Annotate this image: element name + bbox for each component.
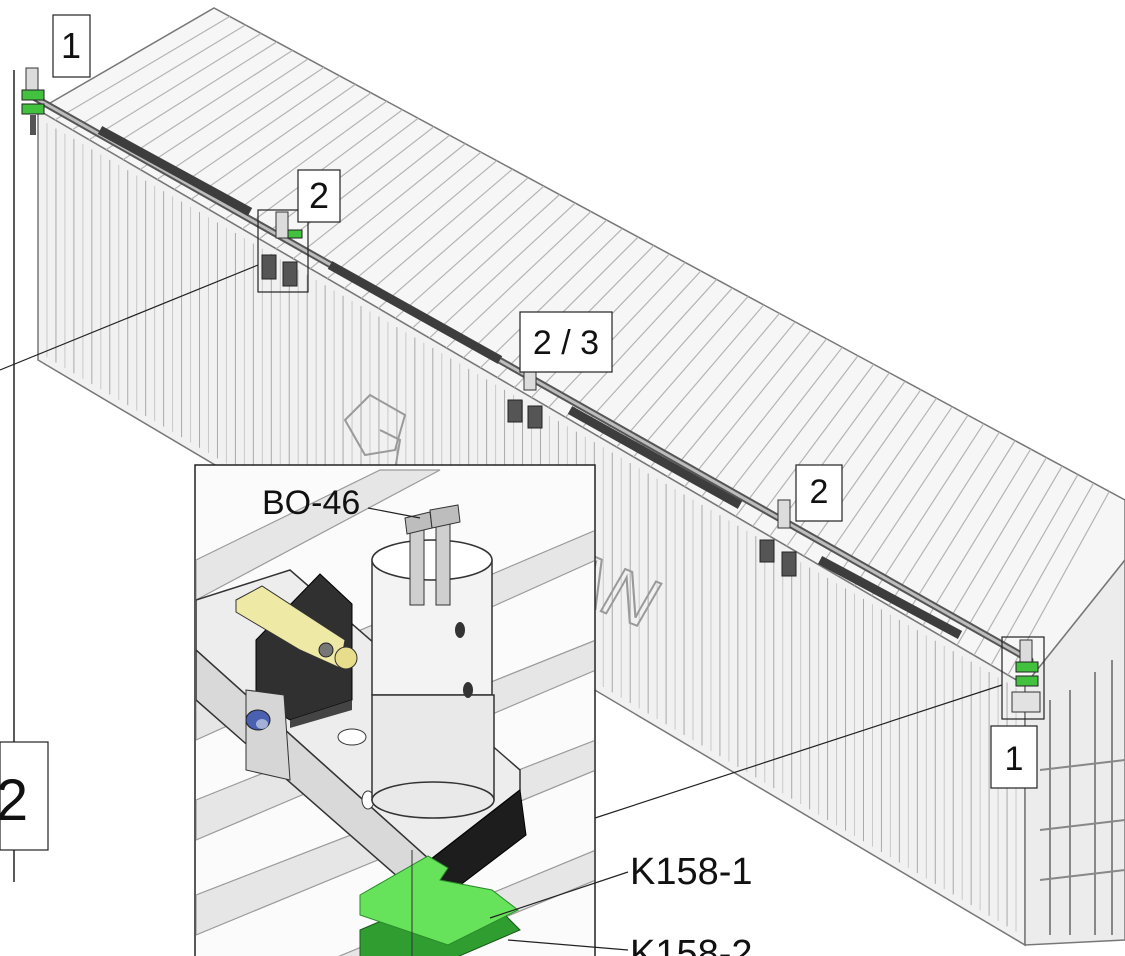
- roof-rib: [411, 194, 560, 329]
- svg-text:1: 1: [1005, 740, 1024, 778]
- roof-rib: [956, 465, 1063, 646]
- roof-rib: [377, 177, 529, 309]
- left-partial-detail-panel: 2: [0, 70, 49, 882]
- roof-rib: [752, 363, 875, 527]
- roof-rib: [548, 262, 686, 408]
- roof-rib: [701, 338, 828, 498]
- label-bo-46: BO-46: [262, 484, 360, 522]
- roof-rib: [207, 92, 372, 210]
- svg-text:1: 1: [61, 25, 81, 66]
- leader-bo-46: [367, 507, 421, 519]
- roof-rib: [343, 160, 498, 289]
- label-k158-2: K158-2: [630, 933, 753, 956]
- callout-bottom-right: 1: [990, 725, 1038, 789]
- roof-rib: [939, 457, 1047, 636]
- roof-rib: [973, 474, 1079, 656]
- roof-rib: [803, 389, 922, 557]
- roof-rib: [922, 448, 1032, 626]
- roof-rib: [394, 185, 545, 319]
- roof-rib: [139, 58, 309, 170]
- roof-rib: [122, 49, 293, 161]
- roof-rib: [156, 66, 325, 180]
- leader-k158-1: [489, 871, 629, 919]
- roof-rib: [990, 482, 1095, 666]
- roof-rib: [667, 321, 796, 478]
- callout-left-mid: 2: [297, 169, 341, 223]
- svg-text:2: 2: [810, 473, 829, 511]
- bo-46-bolts: [404, 504, 461, 606]
- svg-text:2 / 3: 2 / 3: [533, 324, 599, 362]
- roof-rib: [684, 329, 812, 488]
- roof-rib: [428, 202, 576, 339]
- inset-side-bolt: [245, 689, 291, 781]
- roof-rib: [463, 219, 608, 359]
- roof-rib: [241, 109, 403, 230]
- inset-yellow-clamp: [235, 585, 358, 670]
- roof-rib: [616, 296, 749, 448]
- svg-text:2: 2: [309, 175, 329, 216]
- roof-rib: [275, 126, 435, 250]
- rail-post-second: [261, 211, 303, 287]
- roof-rib: [446, 211, 592, 349]
- roof-rib: [854, 414, 969, 587]
- roof-rib: [480, 228, 623, 369]
- roof-rib: [71, 24, 246, 131]
- leader-line-left-detail: [0, 264, 259, 371]
- highlight-box-second-clamp: [257, 209, 309, 293]
- roof-rib: [309, 143, 466, 270]
- roof-rib: [88, 32, 262, 141]
- roof-rib: [905, 440, 1016, 616]
- k158-plates: [359, 850, 521, 956]
- container-logo-emboss: [343, 393, 407, 471]
- rail-post-left-end: [21, 67, 45, 135]
- inset-vertical-sleeve: [371, 539, 495, 819]
- roof-rib: [224, 100, 388, 220]
- roof-rib: [650, 312, 780, 468]
- leader-k158-2: [507, 939, 629, 951]
- callout-center: 2 / 3: [519, 311, 613, 373]
- roof-rib: [105, 41, 278, 151]
- roof-rib: [888, 431, 1000, 607]
- roof-rib: [837, 406, 953, 577]
- label-k158-1: K158-1: [630, 851, 753, 893]
- roof-rib: [871, 423, 985, 597]
- roof-rib: [718, 346, 843, 507]
- roof-corrugation: [54, 15, 1110, 676]
- roof-rib: [565, 270, 702, 418]
- leader-line-right-detail: [594, 684, 1003, 819]
- callout-right-mid: 2: [795, 464, 843, 522]
- roof-rib: [582, 279, 718, 428]
- roof-rib: [735, 355, 859, 517]
- rail-post-right-end: [1011, 639, 1041, 713]
- container-door-bars: [1039, 660, 1125, 935]
- roof-rib: [173, 75, 340, 190]
- highlight-box-right-end-clamp: [1001, 636, 1045, 720]
- roof-rib: [326, 151, 482, 279]
- roof-rib: [292, 134, 450, 260]
- roof-rib: [820, 397, 938, 567]
- roof-rib: [190, 83, 356, 200]
- roof-rib: [633, 304, 765, 458]
- roof-rib: [54, 15, 231, 121]
- callout-left-edge: 2: [0, 768, 28, 833]
- k158-1-plate: [359, 855, 519, 946]
- detail-inset: [194, 464, 629, 956]
- callout-top-left: 1: [52, 14, 91, 78]
- rail-post-fourth: [759, 499, 797, 577]
- roof-rib: [360, 168, 513, 299]
- roof-rib: [599, 287, 733, 438]
